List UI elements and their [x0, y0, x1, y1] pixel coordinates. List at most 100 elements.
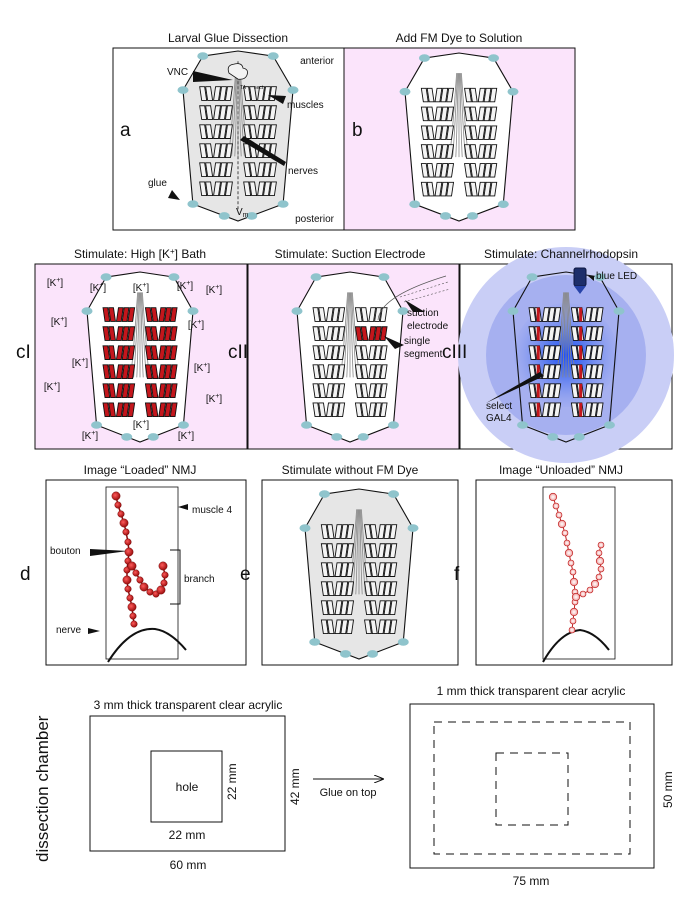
muscle-fiber: [121, 307, 130, 322]
nerve-fiber: [452, 73, 458, 158]
bouton-loaded: [124, 538, 132, 546]
muscle-fiber: [389, 524, 398, 539]
muscle-fiber: [262, 105, 271, 120]
muscle-4-outline-d: [105, 486, 179, 660]
bouton-loaded: [124, 547, 134, 557]
glue-dot: [409, 200, 421, 208]
muscle-fiber: [262, 124, 271, 139]
muscle-fiber: [144, 364, 153, 379]
muscle-fiber: [377, 619, 386, 635]
muscle-fiber: [243, 105, 252, 120]
muscle-fiber: [541, 364, 550, 379]
muscle-fiber: [121, 383, 130, 399]
label-branch: branch: [184, 574, 215, 585]
muscle-fiber: [440, 87, 449, 103]
k-ion-label: [K+]: [206, 284, 223, 296]
glue-dot: [291, 307, 303, 315]
muscle-fiber: [528, 307, 537, 322]
muscle-fiber: [420, 181, 429, 197]
muscle4-pointer: [178, 504, 188, 510]
muscle-fiber: [205, 143, 214, 158]
k-ion-label: [K+]: [72, 357, 89, 369]
muscle-fiber: [326, 562, 335, 577]
muscle-fiber: [150, 345, 159, 360]
muscle-fiber: [570, 383, 579, 399]
label-single-1: single: [404, 336, 431, 347]
muscle-fiber: [158, 402, 167, 418]
panel-c3-title: Stimulate: Channelrhodopsin: [484, 247, 638, 261]
muscle-fiber: [389, 543, 398, 558]
muscle-fiber: [528, 345, 537, 360]
bouton-unloaded: [557, 519, 567, 529]
muscle-fiber: [489, 181, 498, 197]
bouton-loaded: [127, 602, 137, 612]
muscle-fiber: [369, 581, 378, 596]
muscle-fiber: [483, 87, 492, 103]
bouton-unloaded: [563, 539, 571, 547]
muscle-fiber: [318, 326, 326, 341]
muscle-fiber: [312, 326, 321, 341]
chamber-right-inner-dashed: [495, 752, 569, 826]
muscle-fiber: [318, 402, 326, 418]
label-single-2: segment: [404, 349, 443, 360]
muscle-fiber: [477, 144, 486, 159]
muscle-fiber: [469, 163, 478, 178]
muscle-fiber: [115, 402, 124, 418]
muscle-fiber: [346, 600, 355, 616]
k-ion-label: [K+]: [90, 282, 107, 294]
muscle-fiber: [340, 581, 349, 596]
muscle-fiber: [115, 345, 124, 360]
muscle-fiber: [150, 326, 159, 341]
muscle-fiber: [213, 181, 222, 197]
muscle-fiber: [144, 326, 153, 341]
bouton-unloaded: [569, 577, 579, 587]
bouton-loaded: [122, 528, 130, 536]
glue-dot: [246, 212, 258, 220]
glue-dot: [399, 87, 411, 96]
panel-c2-title: Stimulate: Suction Electrode: [275, 247, 426, 261]
nerve-fiber: [355, 509, 359, 595]
panel-c1-title: Stimulate: High [K+] Bath: [74, 247, 206, 261]
glue-dot: [547, 433, 559, 441]
chamber-hole-width: 22 mm: [169, 828, 206, 842]
bouton-loaded: [127, 561, 137, 571]
muscle-fiber: [469, 125, 478, 140]
muscle-fiber: [369, 619, 378, 635]
muscle-fiber: [337, 345, 346, 360]
glue-dot: [397, 307, 409, 315]
muscle-fiber: [224, 162, 233, 178]
muscle-fiber: [383, 524, 392, 539]
muscle-fiber: [483, 181, 492, 197]
muscle-fiber: [325, 364, 334, 379]
glue-dot: [187, 307, 199, 315]
panel-f-title: Image “Unloaded” NMJ: [499, 463, 623, 477]
bouton-loaded: [161, 571, 169, 579]
muscle-fiber: [320, 543, 329, 558]
muscle-fiber: [320, 562, 329, 577]
muscle-fiber: [446, 163, 455, 178]
muscle-fiber: [320, 600, 329, 616]
muscle-fiber: [590, 345, 598, 360]
muscle-fiber: [121, 345, 130, 360]
muscle-fiber: [426, 87, 435, 103]
muscle-fiber: [121, 364, 130, 379]
muscle-fiber: [127, 326, 136, 341]
muscle-fiber: [369, 524, 378, 539]
nerve-fiber: [238, 71, 242, 157]
muscle-fiber: [144, 402, 153, 418]
bouton-unloaded: [571, 592, 581, 602]
glue-dot: [301, 421, 313, 429]
muscle-fiber: [108, 307, 116, 322]
muscle-fiber: [164, 307, 172, 322]
glue-dot: [407, 524, 419, 532]
muscle-fiber: [377, 581, 386, 596]
chamber-right-plate: [409, 703, 655, 869]
muscle-fiber: [541, 345, 550, 360]
muscle-fiber: [360, 307, 369, 322]
muscle-fiber: [199, 181, 208, 197]
muscle-fiber: [205, 105, 214, 120]
bouton-loaded: [160, 579, 168, 587]
muscle-fiber: [420, 87, 429, 103]
muscle-fiber: [102, 326, 111, 341]
muscle-fiber: [464, 106, 472, 122]
